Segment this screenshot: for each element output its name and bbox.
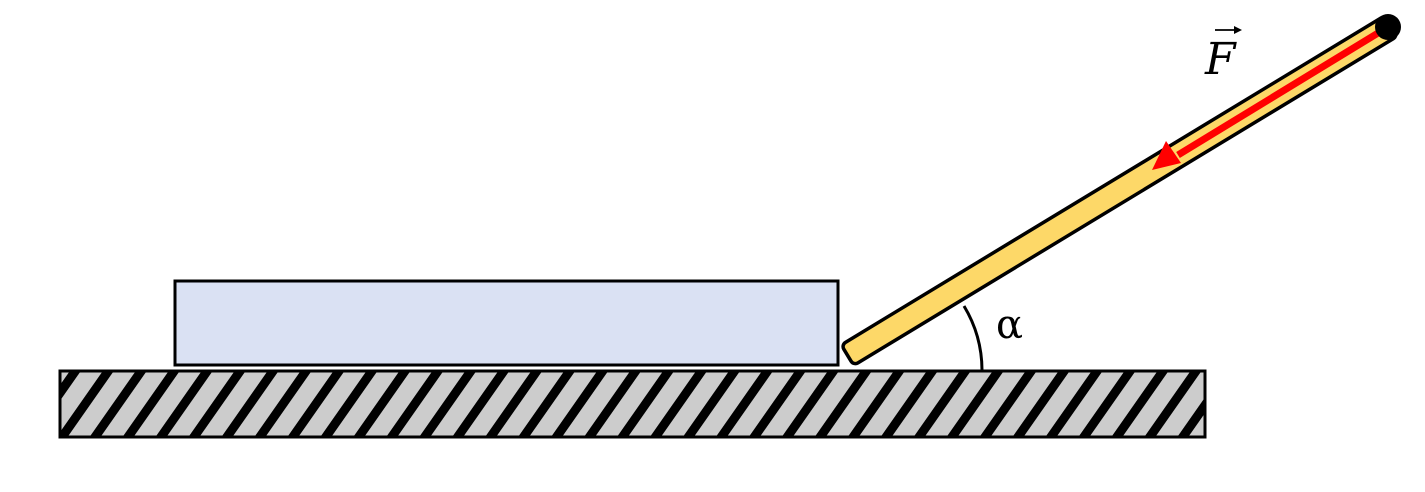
force-label-text: F (1204, 34, 1237, 85)
angle-label: α (996, 302, 1023, 348)
application-point (1375, 14, 1401, 40)
force-label: F (1204, 26, 1242, 85)
ground-surface (58, 369, 1207, 439)
force-arrow (1152, 27, 1385, 170)
block (173, 279, 840, 367)
angle-arc (962, 305, 984, 371)
vector-arrow-icon (1215, 26, 1242, 34)
